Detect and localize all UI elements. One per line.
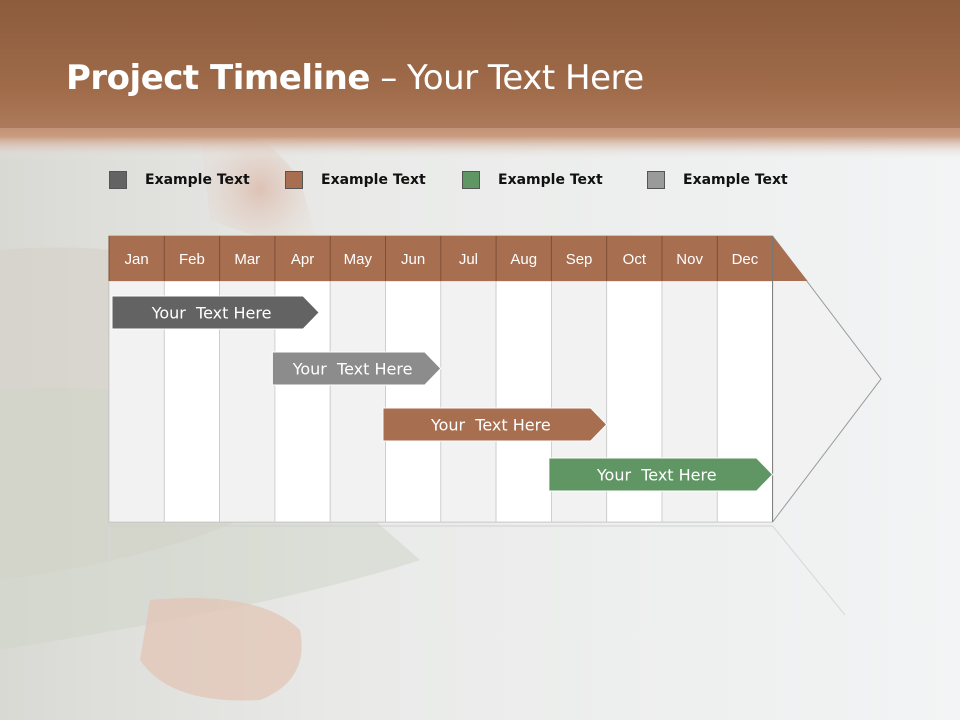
month-label: Aug (510, 251, 537, 268)
month-label: May (344, 251, 373, 268)
header-tip (772, 236, 808, 281)
month-column (495, 280, 552, 523)
legend-item-2: Example Text (285, 171, 426, 189)
legend-item-3: Example Text (462, 171, 603, 189)
month-label: Jan (125, 251, 149, 268)
month-column (329, 280, 386, 523)
task-label: Your Text Here (430, 416, 551, 435)
legend-label: Example Text (321, 172, 426, 188)
task-label: Your Text Here (292, 360, 413, 379)
month-label: Feb (179, 251, 205, 268)
legend-label: Example Text (498, 172, 603, 188)
month-label: Apr (291, 251, 314, 268)
legend-label: Example Text (145, 172, 250, 188)
month-column (440, 280, 497, 523)
month-label: Dec (732, 251, 759, 268)
task-arrow (382, 407, 608, 442)
legend-item-1: Example Text (109, 171, 250, 189)
month-label: Jul (459, 251, 478, 268)
title-bold: Project Timeline (66, 58, 370, 98)
legend-label: Example Text (683, 172, 788, 188)
month-column (385, 280, 442, 523)
task-arrow (548, 457, 774, 492)
month-label: Jun (401, 251, 425, 268)
task-arrow (111, 295, 320, 330)
title-rest: – Your Text Here (369, 58, 644, 98)
legend-item-4: Example Text (647, 171, 788, 189)
month-label: Mar (234, 251, 260, 268)
task-label: Your Text Here (151, 304, 272, 323)
month-label: Sep (566, 251, 593, 268)
legend-swatch (647, 171, 665, 189)
task-arrow (271, 351, 442, 386)
month-label: Oct (623, 251, 647, 268)
slide-title: Project Timeline – Your Text Here (66, 58, 644, 98)
legend-swatch (109, 171, 127, 189)
month-label: Nov (676, 251, 703, 268)
task-label: Your Text Here (596, 466, 717, 485)
reflection-line (772, 525, 846, 616)
legend-swatch (462, 171, 480, 189)
legend-swatch (285, 171, 303, 189)
